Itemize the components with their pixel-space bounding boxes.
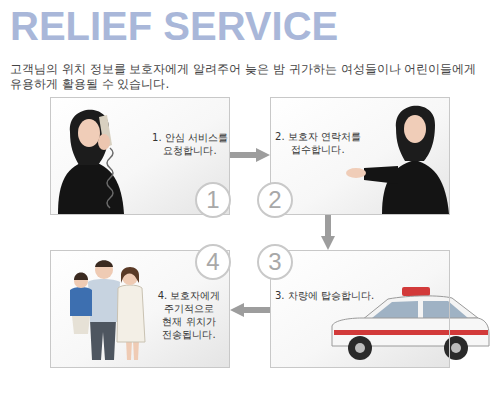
step-text: 1. 안심 서비스를 요청합니다. <box>151 131 229 157</box>
child-hair <box>74 273 88 281</box>
man-shirt <box>88 279 120 322</box>
step-number: 1 <box>195 182 231 218</box>
woman-legs <box>126 340 132 360</box>
flow-arrow <box>325 215 331 236</box>
step-number-text: 3 <box>259 246 291 278</box>
step-number: 3 <box>257 244 293 280</box>
wheel <box>444 336 468 360</box>
sleeve <box>364 166 398 184</box>
page-title: RELIEF SERVICE <box>10 4 338 49</box>
hand <box>346 168 366 178</box>
child-shirt <box>70 287 92 316</box>
step-number: 4 <box>195 244 231 280</box>
flow-arrow <box>230 152 256 158</box>
man-head <box>95 261 113 279</box>
step-text: 3. 차량에 탑승합니다. <box>275 289 387 302</box>
hubcap <box>355 343 365 353</box>
receptionist-figure <box>346 106 449 214</box>
panel-ground <box>270 97 450 215</box>
man-hair <box>95 260 113 267</box>
woman-dress <box>117 285 145 342</box>
taxi-stripe <box>334 330 488 335</box>
step-text: 2. 보호자 연락처를 접수합니다. <box>275 130 361 156</box>
wheel <box>348 336 372 360</box>
hand <box>98 134 110 150</box>
face <box>78 119 100 147</box>
taxi-window <box>423 301 468 318</box>
step-text: 4. 보호자에게 주기적으로 현재 위치가 전송됩니다. <box>155 289 223 341</box>
step-panel: 3. 차량에 탑승합니다. <box>270 250 450 368</box>
flow-arrow <box>244 307 270 313</box>
face <box>404 115 426 143</box>
taxi-sign <box>402 287 430 296</box>
hubcap <box>451 343 461 353</box>
step-number: 2 <box>257 182 293 218</box>
taxi-cabin <box>362 296 478 320</box>
man-legs <box>90 320 116 360</box>
taxi-window <box>372 301 418 318</box>
step-panel: 2. 보호자 연락처를 접수합니다. <box>270 97 450 215</box>
body <box>58 160 124 214</box>
operator-figure <box>58 110 124 214</box>
step-number-text: 1 <box>197 184 229 216</box>
intro-text: 고객님의 위치 정보를 보호자에게 알려주어 늦은 밤 귀가하는 여성들이나 어… <box>10 62 480 92</box>
child-legs <box>72 316 90 334</box>
woman-hair <box>121 267 139 283</box>
family-figure <box>70 260 145 360</box>
hair <box>396 106 435 161</box>
phone-cord <box>107 148 113 208</box>
woman-legs <box>133 340 139 360</box>
step-number-text: 2 <box>259 184 291 216</box>
step-number-text: 4 <box>197 246 229 278</box>
